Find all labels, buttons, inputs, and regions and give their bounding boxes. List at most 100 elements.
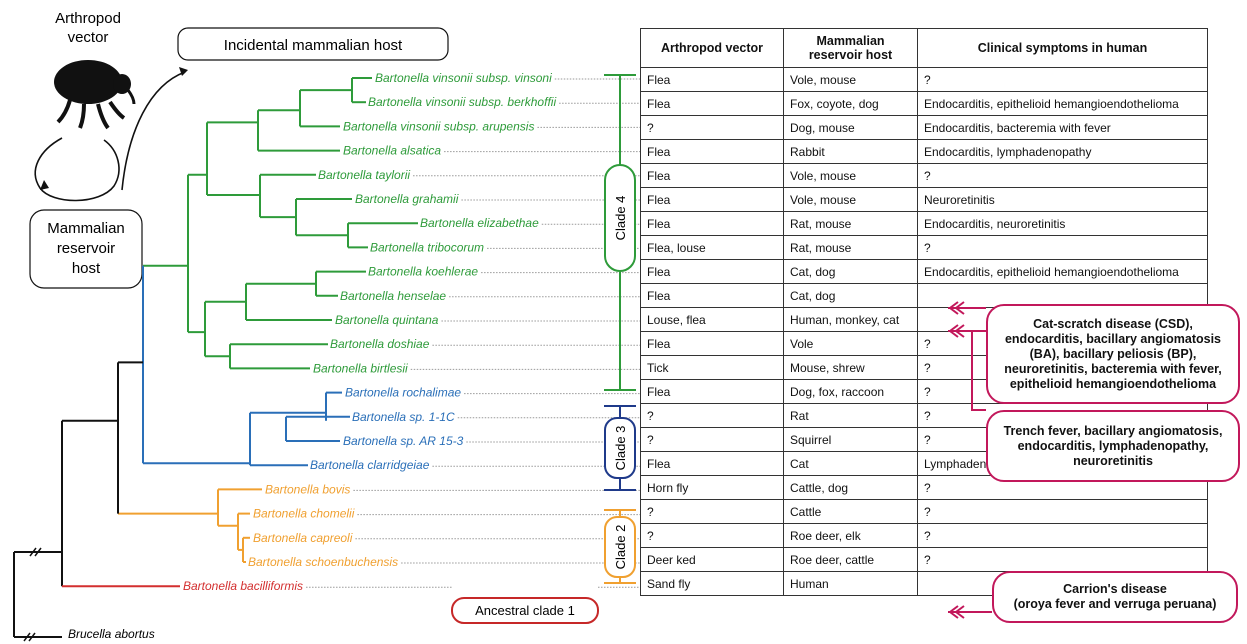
- column-header-reservoir: Mammalian reservoir host: [783, 28, 918, 68]
- reservoir-cell: Rabbit: [783, 139, 918, 164]
- callout-quintana-text: Trench fever, bacillary angiomatosis, en…: [1003, 423, 1223, 468]
- vector-cell: Flea: [640, 91, 784, 116]
- taxon-label: Bartonella grahamii: [355, 192, 459, 206]
- arrow-head-icon: [40, 180, 49, 190]
- symptoms-cell: ?: [917, 499, 1208, 524]
- taxon-label: Bartonella tribocorum: [370, 240, 484, 254]
- vector-label-line2: vector: [68, 29, 109, 46]
- taxon-label: Bartonella sp. 1-1C: [352, 410, 455, 424]
- clade-1-label: Ancestral clade 1: [475, 603, 575, 618]
- taxon-label: Bartonella bacilliformis: [183, 579, 303, 593]
- clade-2-label: Clade 2: [613, 525, 628, 570]
- taxon-label: Bartonella alsatica: [343, 144, 441, 158]
- symptoms-cell: Endocarditis, epithelioid hemangioendoth…: [917, 91, 1208, 116]
- symptoms-cell: ?: [917, 67, 1208, 92]
- reservoir-cell: Cat: [783, 451, 918, 476]
- clade-1-marker: Ancestral clade 1: [451, 597, 599, 624]
- taxon-label: Bartonella quintana: [335, 313, 439, 327]
- vector-cell: Flea: [640, 379, 784, 404]
- break-mark: [34, 547, 42, 557]
- reservoir-cell: Cattle, dog: [783, 475, 918, 500]
- taxon-label: Bartonella elizabethae: [420, 216, 539, 230]
- taxon-label: Bartonella clarridgeiae: [310, 458, 430, 472]
- callout-bacilliformis-line2: (oroya fever and verruga peruana): [1013, 597, 1217, 611]
- taxon-label: Bartonella vinsonii subsp. berkhoffii: [368, 95, 556, 109]
- clade-4-marker: Clade 4: [604, 74, 636, 391]
- taxon-label: Bartonella taylorii: [318, 168, 410, 182]
- clade-3-marker: Clade 3: [604, 405, 636, 491]
- reservoir-cell: Dog, fox, raccoon: [783, 379, 918, 404]
- taxon-label: Bartonella schoenbuchensis: [248, 555, 398, 569]
- symptoms-cell: Neuroretinitis: [917, 187, 1208, 212]
- vector-cell: ?: [640, 427, 784, 452]
- taxon-label: Bartonella bovis: [265, 482, 350, 496]
- break-mark: [28, 632, 36, 642]
- taxon-labels: Bartonella vinsonii subsp. vinsoniBarton…: [183, 71, 556, 593]
- callout-henselae: Cat-scratch disease (CSD), endocarditis,…: [986, 304, 1240, 404]
- vector-cell: Flea: [640, 259, 784, 284]
- taxon-label: Bartonella rochalimae: [345, 386, 461, 400]
- reservoir-label-line1: Mammalian: [47, 220, 125, 237]
- phylogeny-diagram: Arthropod vector Incidental mammalian ho…: [13, 10, 640, 642]
- reservoir-cell: Cat, dog: [783, 259, 918, 284]
- symptoms-cell: ?: [917, 547, 1208, 572]
- reservoir-cell: Fox, coyote, dog: [783, 91, 918, 116]
- reservoir-cell: Human, monkey, cat: [783, 307, 918, 332]
- taxon-label: Bartonella henselae: [340, 289, 446, 303]
- incidental-host-box: [177, 27, 449, 61]
- vector-label-line1: Arthropod: [55, 10, 121, 27]
- reservoir-cell: Cat, dog: [783, 283, 918, 308]
- taxon-label: Bartonella vinsonii subsp. arupensis: [343, 119, 534, 133]
- callout-bacilliformis-line1: Carrion's disease: [1063, 582, 1167, 596]
- reservoir-cell: Human: [783, 571, 918, 596]
- taxon-label: Bartonella capreoli: [253, 531, 353, 545]
- cycle-arrow-to-incidental: [121, 71, 186, 191]
- taxon-label: Bartonella chomelii: [253, 507, 355, 521]
- reservoir-cell: Dog, mouse: [783, 115, 918, 140]
- callout-quintana: Trench fever, bacillary angiomatosis, en…: [986, 410, 1240, 482]
- clade-2-marker: Clade 2: [604, 509, 636, 584]
- symptoms-cell: Endocarditis, lymphadenopathy: [917, 139, 1208, 164]
- vector-cell: ?: [640, 523, 784, 548]
- clade-3-label: Clade 3: [613, 426, 628, 471]
- tree-branches: [13, 77, 418, 642]
- clade-4-label: Clade 4: [613, 196, 628, 241]
- callout-bacilliformis: Carrion's disease (oroya fever and verru…: [992, 571, 1238, 623]
- vector-cell: Deer ked: [640, 547, 784, 572]
- vector-cell: ?: [640, 403, 784, 428]
- taxon-label: Bartonella birtlesii: [313, 361, 408, 375]
- arrow-head-icon: [179, 67, 188, 76]
- reservoir-cell: Mouse, shrew: [783, 355, 918, 380]
- vector-cell: Sand fly: [640, 571, 784, 596]
- taxon-label: Bartonella doshiae: [330, 337, 430, 351]
- incidental-host-label: Incidental mammalian host: [224, 37, 403, 54]
- flea-icon: [54, 60, 136, 130]
- vector-cell: ?: [640, 115, 784, 140]
- reservoir-cell: Vole, mouse: [783, 67, 918, 92]
- vector-cell: Flea: [640, 451, 784, 476]
- break-mark: [29, 547, 37, 557]
- taxon-label: Bartonella koehlerae: [368, 265, 478, 279]
- table-header-row: Arthropod vector Mammalian reservoir hos…: [640, 28, 1208, 68]
- cycle-loop-arrow: [34, 137, 120, 202]
- outgroup-label: Brucella abortus: [68, 627, 155, 641]
- reservoir-host-box: [29, 209, 143, 289]
- reservoir-cell: Roe deer, cattle: [783, 547, 918, 572]
- vector-cell: Flea: [640, 283, 784, 308]
- callout-henselae-text: Cat-scratch disease (CSD), endocarditis,…: [1004, 316, 1222, 391]
- reservoir-label-line3: host: [72, 260, 101, 277]
- vector-cell: Flea: [640, 331, 784, 356]
- vector-cell: Flea, louse: [640, 235, 784, 260]
- taxon-label: Bartonella vinsonii subsp. vinsoni: [375, 71, 552, 85]
- reservoir-label-line2: reservoir: [57, 240, 115, 257]
- break-mark: [23, 632, 31, 642]
- taxon-label: Bartonella sp. AR 15-3: [343, 434, 464, 448]
